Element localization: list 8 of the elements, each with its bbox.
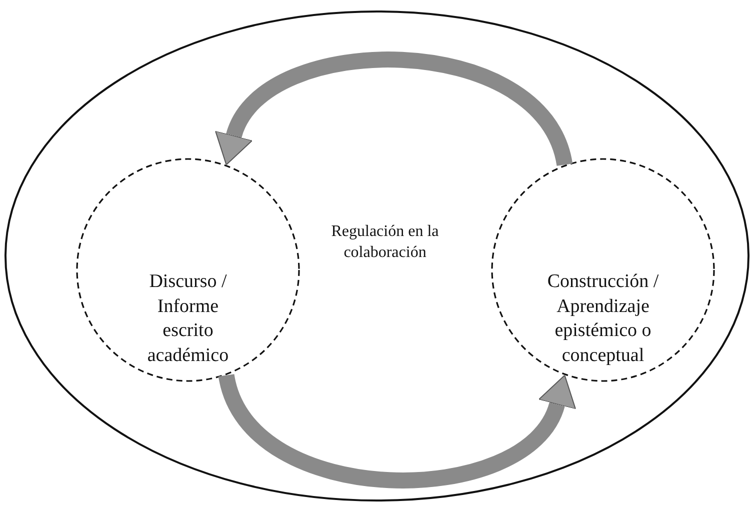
circle-label: Discurso / Informe escrito académico	[146, 270, 230, 368]
region-label: Regulación en la colaboración	[330, 222, 440, 263]
dashed-circle	[491, 158, 715, 382]
outer-ellipse	[4, 10, 750, 502]
dashed-circle	[76, 158, 300, 382]
circle-label: Construcción / Aprendizaje epistémico o conceptual	[546, 270, 660, 368]
curved-arrow	[218, 372, 575, 488]
curved-arrow	[216, 52, 572, 168]
